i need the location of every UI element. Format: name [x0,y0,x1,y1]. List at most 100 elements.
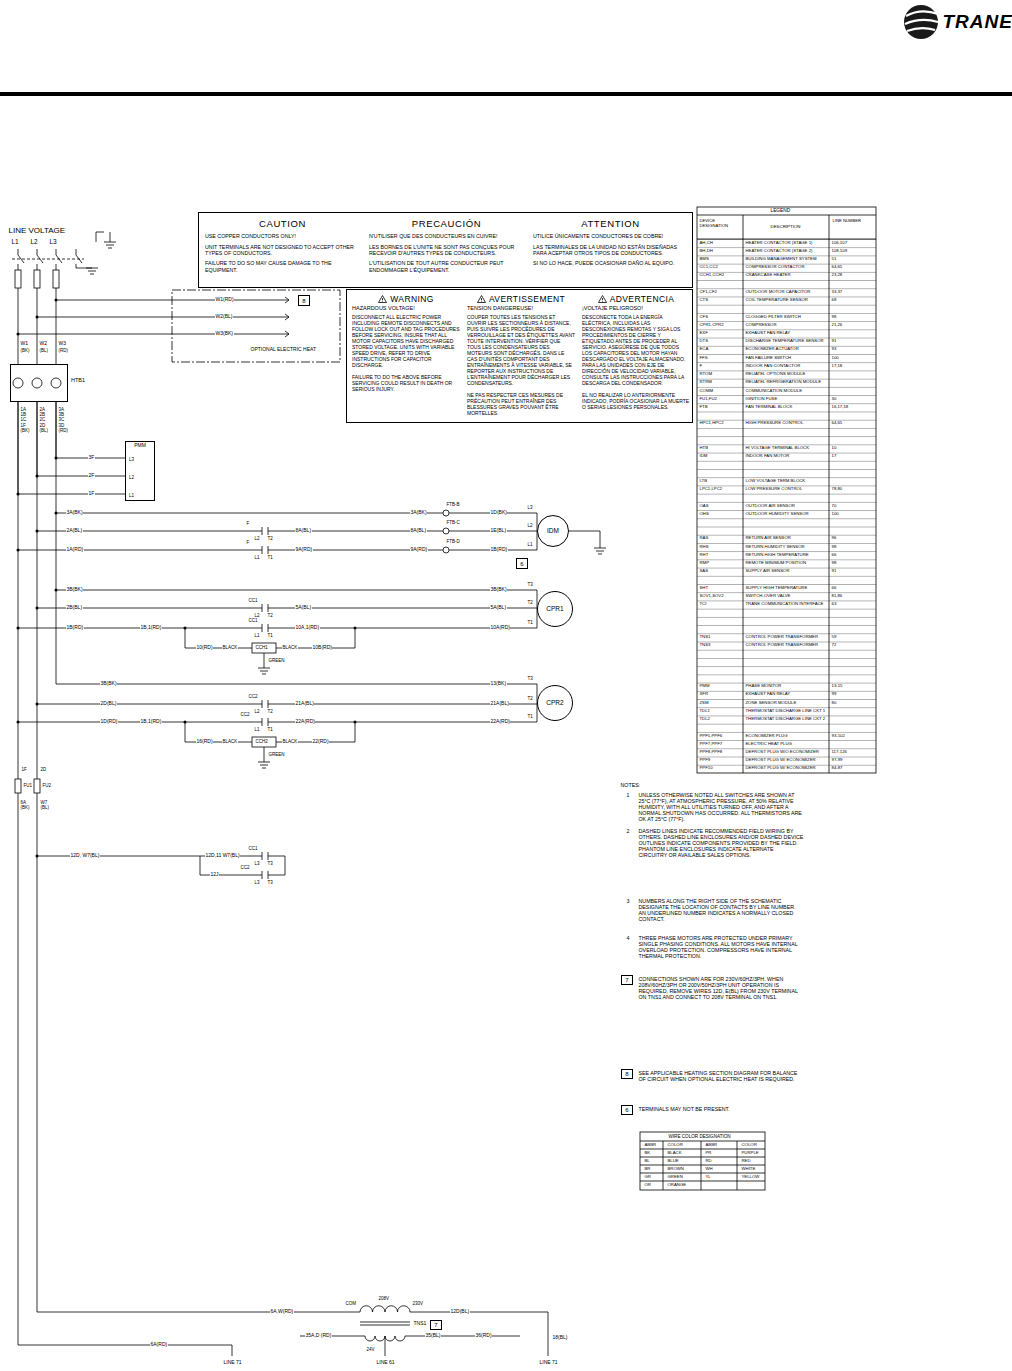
legend-cell: HEATER CONTACTOR (STAGE 1) [745,241,813,246]
legend-cell: OUTDOOR HUMIDITY SENSOR [745,512,809,517]
legend-cell: SOV1,SOV2 [699,594,724,599]
wire-label: 1B(RD) [66,625,84,631]
legend-cell: CONTROL POWER TRANSFORMER [745,635,819,640]
wire-label: 208V [378,1296,390,1301]
terminal-block-label: HTB1 [71,377,85,383]
motor-name: IDM [547,527,559,534]
wire-label: T1 [267,633,273,638]
legend-cell: 81,86 [831,594,843,599]
wire-label: 6A(RD) [150,1342,168,1348]
callout-number: 7 [625,977,628,983]
caution-text: LES BORNES DE L'UNITE NE SONT PAS CONÇUE… [369,244,524,257]
wire-label: W2(BL) [215,314,233,320]
legend-cell: RELIATEL OPTIONS MODULE [745,372,806,377]
legend-cell: CFS [699,315,709,320]
color-table-cell: RD [705,1159,712,1164]
warning-heading: ADVERTENCIA [610,294,675,304]
wire-label: L3 [49,238,57,245]
wire-label: L1 [254,727,260,732]
wire-label: 3B(BK) [490,587,507,593]
wire-label: 3A(BK) [410,510,427,516]
legend-cell: 59 [831,635,837,640]
wire-label: 2D(BL) [100,701,117,707]
note-text: 2 [626,828,630,834]
color-table-cell: ORANGE [667,1183,687,1188]
wire-label: T3 [527,582,533,587]
legend-cell: RETURN HIGH TEMPERATURE [745,553,809,558]
callout-number: 8 [302,298,305,304]
wire-label: W7 (BL) [40,800,52,810]
wire-label: 1A 1B 1C 1F (BK) [20,407,32,433]
legend-cell: COMPRESSOR CONTACTOR [745,265,805,270]
legend-cell: 93-102 [831,734,845,739]
legend-cell: 68 [831,298,837,303]
wire-label: T1 [527,620,533,625]
legend-cell: OHS [699,512,709,517]
wire-label: 8A(BL) [410,528,427,534]
wire-label: CCH1 [255,645,268,650]
wire-label: 3A(BK) [66,510,83,516]
callout-number: 6 [625,1107,628,1113]
legend-cell: REMOTE MINIMUM POSITION [745,561,807,566]
legend-cell: PHASE MONITOR [745,684,782,689]
wire-label: 13(BK) [490,681,507,687]
legend-cell: SUPPLY HIGH TEMPERATURE [745,586,808,591]
legend-cell: ZSM [699,701,709,706]
wire-label: 2A(BL) [66,528,83,534]
wire-label: CC2 [240,865,250,870]
legend-cell: 66 [831,586,837,591]
warning-triangle [477,295,486,303]
wire-label: L2 [254,536,260,541]
legend-cell: LOW PRESSURE CONTROL [745,487,803,492]
note-text: TERMINALS MAY NOT BE PRESENT. [638,1106,804,1112]
legend-cell: RTRM [699,380,712,385]
legend-cell: THERMOSTAT DISCHARGE LINE CKT 1 [745,709,826,714]
legend-cell: HIGH PRESSURE CONTROL [745,421,804,426]
legend-heading: DEVICE DESIGNATION [699,219,742,229]
legend-cell: 33,37 [831,290,843,295]
wire-label: (RD) [58,348,69,353]
legend-cell: LTB [699,479,708,484]
wire-label: L1 [527,542,533,547]
wire-label: 12J [210,872,219,878]
legend-cell: 13-15 [831,684,843,689]
wire-label: (BL) [39,348,49,353]
legend-cell: F [699,364,703,369]
wire-label: 9A(RD) [410,547,428,553]
title-text: LINE VOLTAGE [8,226,66,235]
legend-cell: 30 [831,397,837,402]
wire-label: 1D(RD) [100,719,118,725]
callout-tag: 6 [516,558,528,569]
note-text: THREE PHASE MOTORS ARE PROTECTED UNDER P… [638,935,804,959]
wire-label: 5A(BL) [490,605,507,611]
legend-cell: 93 [831,347,837,352]
wire-label: FU2 [42,783,52,788]
legend-cell: HPC1,HPC2 [699,421,724,426]
caution-text: L'UTILISATION DE TOUT AUTRE CONDUCTEUR P… [369,260,524,273]
legend-cell: 23,28 [831,273,843,278]
wire-connector [56,402,125,458]
legend-cell: RETURN HUMIDITY SENSOR [745,545,805,550]
warning-text: EL NO REALIZAR LO ANTERIORMENTE INDICADO… [582,392,690,410]
motor-name: CPR1 [546,605,563,612]
legend-cell: FAN TERMINAL BLOCK [745,405,793,410]
color-table-cell: GREEN [667,1175,683,1180]
legend-cell: 98 [831,561,837,566]
legend-cell: COMMUNICATION MODULE [745,389,803,394]
motor-name: CPR2 [546,699,563,706]
legend-cell: 108,109 [831,249,848,254]
wire-label: W3(BK) [215,331,234,337]
wire-label: W1 [20,341,29,347]
warning-text: FAILURE TO DO THE ABOVE BEFORE SERVICING… [352,374,460,392]
wire-label: T3 [527,676,533,681]
legend-cell: BUILDING MANAGEMENT SYSTEM [745,257,817,262]
wire-label: 36(RD) [475,1333,492,1339]
wire-label: 5A(BL) [295,605,312,611]
wire-label: 16(RD) [196,739,213,745]
note-text: NUMBERS ALONG THE RIGHT SIDE OF THE SCHE… [638,898,804,922]
wire-label: 22(RD) [312,739,329,745]
color-table-cell: YL [705,1175,711,1180]
wire-label: BLACK [282,645,298,650]
caution-text: UTILICE ÚNICAMENTE CONDUCTORES DE COBRE! [533,233,688,239]
caution-heading: ATTENTION [533,218,688,229]
